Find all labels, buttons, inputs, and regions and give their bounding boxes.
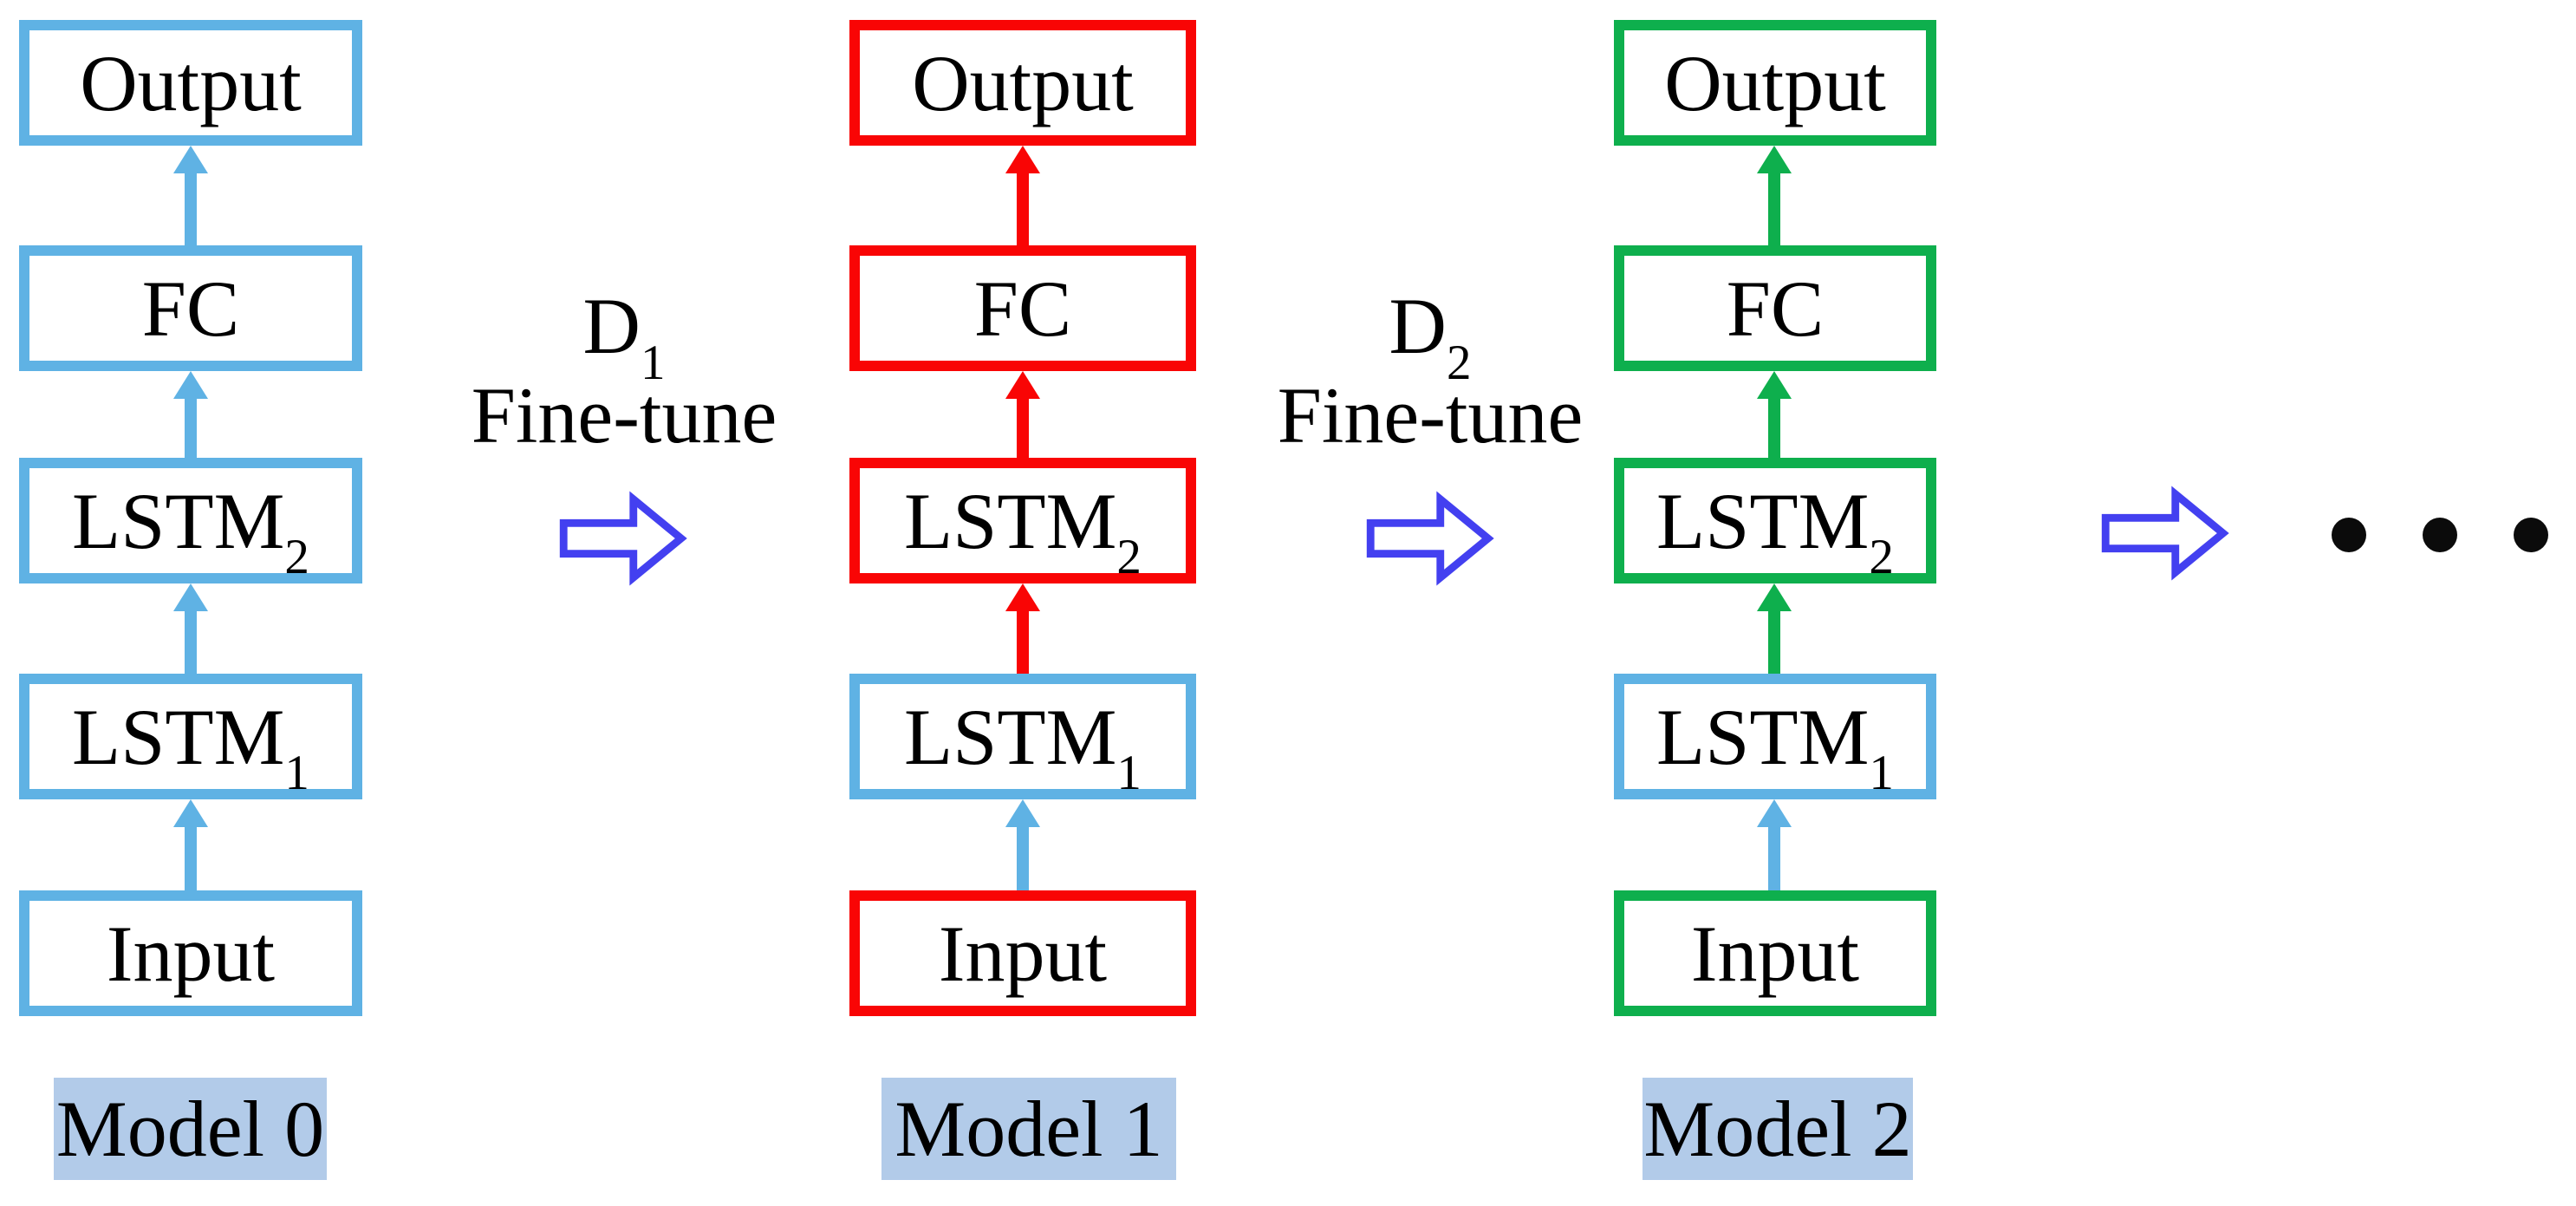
dataset-label: D2: [1389, 282, 1472, 390]
layer-label: LSTM2: [904, 476, 1142, 585]
layer-label: LSTM2: [72, 476, 309, 585]
transition-2-label: D2 Fine-tune: [1257, 282, 1603, 460]
up-arrow-icon: [173, 371, 208, 458]
up-arrow-icon: [1757, 583, 1792, 674]
model-1-output-box: Output: [849, 20, 1196, 146]
model-2-label: Model 2: [1643, 1078, 1913, 1180]
ellipsis-dot: [2423, 518, 2457, 552]
up-arrow-icon: [173, 146, 208, 245]
action-label: Fine-tune: [471, 371, 777, 460]
layer-label: Input: [106, 909, 276, 998]
model-2-input-box: Input: [1614, 890, 1936, 1016]
up-arrow-icon: [1005, 146, 1040, 245]
model-0-lstm1-box: LSTM1: [19, 674, 362, 799]
continuation-right-arrow-icon: [2101, 486, 2229, 581]
model-0-output-box: Output: [19, 20, 362, 146]
up-arrow-icon: [1757, 799, 1792, 890]
layer-label: Output: [912, 38, 1134, 127]
layer-label: Output: [80, 38, 302, 127]
layer-label: Input: [938, 909, 1108, 998]
model-0-label: Model 0: [54, 1078, 327, 1180]
model-0-input-box: Input: [19, 890, 362, 1016]
up-arrow-icon: [173, 799, 208, 890]
model-2-lstm2-box: LSTM2: [1614, 458, 1936, 583]
model-2-fc-box: FC: [1614, 245, 1936, 371]
layer-label: FC: [973, 264, 1072, 353]
model-0-fc-box: FC: [19, 245, 362, 371]
layer-label: LSTM2: [1656, 476, 1894, 585]
transition-right-arrow-icon: [1366, 491, 1494, 586]
model-1-label: Model 1: [881, 1078, 1176, 1180]
layer-label: Output: [1664, 38, 1886, 127]
layer-label: Input: [1690, 909, 1860, 998]
layer-label: LSTM1: [1656, 692, 1894, 801]
model-2-output-box: Output: [1614, 20, 1936, 146]
model-2-lstm1-box: LSTM1: [1614, 674, 1936, 799]
action-label: Fine-tune: [1277, 371, 1584, 460]
layer-label: FC: [1726, 264, 1825, 353]
model-1-input-box: Input: [849, 890, 1196, 1016]
ellipsis-dot: [2514, 518, 2548, 552]
up-arrow-icon: [1757, 371, 1792, 458]
transition-1-label: D1 Fine-tune: [451, 282, 797, 460]
layer-label: LSTM1: [72, 692, 309, 801]
model-1-fc-box: FC: [849, 245, 1196, 371]
layer-label: FC: [141, 264, 240, 353]
transition-right-arrow-icon: [559, 491, 687, 586]
model-0-lstm2-box: LSTM2: [19, 458, 362, 583]
model-1-lstm2-box: LSTM2: [849, 458, 1196, 583]
dataset-label: D1: [582, 282, 666, 390]
up-arrow-icon: [1005, 371, 1040, 458]
model-1-lstm1-box: LSTM1: [849, 674, 1196, 799]
up-arrow-icon: [173, 583, 208, 674]
up-arrow-icon: [1005, 583, 1040, 674]
up-arrow-icon: [1005, 799, 1040, 890]
up-arrow-icon: [1757, 146, 1792, 245]
layer-label: LSTM1: [904, 692, 1142, 801]
ellipsis-dot: [2332, 518, 2366, 552]
